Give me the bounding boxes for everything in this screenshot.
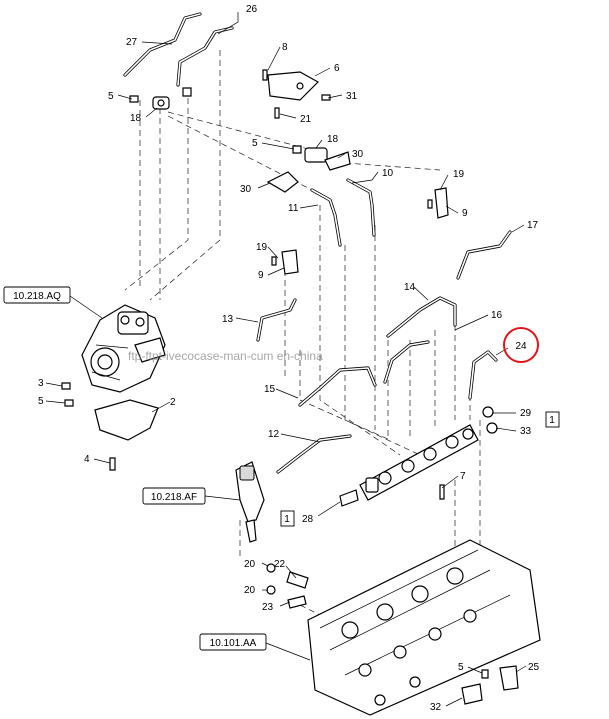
ref-box-aa[interactable]: [199, 633, 267, 651]
callout-9[interactable]: 9: [462, 208, 468, 219]
callout-5[interactable]: 5: [458, 662, 464, 673]
callout-19[interactable]: 19: [256, 242, 268, 253]
callout-12[interactable]: 12: [268, 429, 280, 440]
callout-23[interactable]: 23: [262, 602, 274, 613]
callout-30[interactable]: 30: [240, 184, 252, 195]
callout-20[interactable]: 20: [244, 559, 256, 570]
callout-3[interactable]: 3: [38, 378, 44, 389]
callout-10[interactable]: 10: [382, 168, 394, 179]
callout-33[interactable]: 33: [520, 426, 532, 437]
callout-20[interactable]: 20: [244, 585, 256, 596]
callout-25[interactable]: 25: [528, 662, 540, 673]
fuel-pipes: [123, 12, 512, 474]
callout-30[interactable]: 30: [352, 149, 364, 160]
callout-8[interactable]: 8: [282, 42, 288, 53]
pipe-26: [176, 26, 234, 87]
ref-box-af[interactable]: [142, 487, 206, 505]
group-box-label: 1: [284, 514, 290, 525]
callout-18[interactable]: 18: [327, 134, 339, 145]
callout-28[interactable]: 28: [302, 514, 314, 525]
ref-label-aq: 10.218.AQ: [13, 291, 61, 302]
pipe-15: [298, 366, 377, 407]
group-box-28: [280, 510, 295, 527]
injector: [235, 461, 265, 543]
pipe-24: [468, 350, 498, 400]
callout-5[interactable]: 5: [252, 138, 258, 149]
pipe-13: [256, 298, 297, 342]
callout-17[interactable]: 17: [527, 220, 539, 231]
highlighted-callout-group: 24: [503, 327, 539, 363]
callout-5[interactable]: 5: [38, 396, 44, 407]
callout-11[interactable]: 11: [288, 203, 299, 214]
callout-31[interactable]: 31: [346, 91, 358, 102]
leader-lines: [45, 12, 527, 707]
callout-24[interactable]: 24: [515, 341, 527, 352]
cylinder-head: [307, 539, 541, 716]
callout-22[interactable]: 22: [274, 559, 286, 570]
callout-9[interactable]: 9: [258, 270, 264, 281]
pipe-17: [456, 230, 512, 280]
pipe-14: [386, 296, 457, 338]
callout-numbers: 26 27 5 18 8 6 31 21 5 18 30 30 10 19 9 …: [38, 4, 540, 713]
ref-label-aa: 10.101.AA: [210, 638, 257, 649]
pipe-10: [346, 178, 376, 237]
hardware-parts: [61, 69, 519, 705]
callout-21[interactable]: 21: [300, 114, 312, 125]
callout-18[interactable]: 18: [130, 113, 142, 124]
callout-5[interactable]: 5: [108, 91, 114, 102]
callout-2[interactable]: 2: [170, 397, 176, 408]
callout-7[interactable]: 7: [460, 471, 466, 482]
ref-box-aq[interactable]: [3, 286, 71, 304]
callout-26[interactable]: 26: [246, 4, 258, 15]
callout-13[interactable]: 13: [222, 314, 234, 325]
common-rail: [359, 424, 479, 501]
highlight-circle: [503, 327, 539, 363]
watermark-text: ftp-ftpt-ivecocase-man-cum en-china: [128, 349, 323, 363]
callout-27[interactable]: 27: [126, 37, 138, 48]
callout-6[interactable]: 6: [334, 63, 340, 74]
callout-14[interactable]: 14: [404, 282, 416, 293]
callout-32[interactable]: 32: [430, 702, 442, 713]
dashed-alignment-lines: [124, 50, 481, 621]
high-pressure-pump: [81, 304, 166, 393]
callout-15[interactable]: 15: [264, 384, 276, 395]
callout-4[interactable]: 4: [84, 454, 90, 465]
callout-19[interactable]: 19: [453, 169, 465, 180]
group-box-29-33: [545, 411, 560, 428]
pipe-12: [276, 434, 352, 474]
group-box-label: 1: [549, 415, 555, 426]
callout-16[interactable]: 16: [491, 310, 503, 321]
ref-label-af: 10.218.AF: [151, 492, 197, 503]
reference-boxes: 10.218.AQ 10.218.AF 10.101.AA 1 1: [3, 286, 560, 651]
callout-29[interactable]: 29: [520, 408, 532, 419]
